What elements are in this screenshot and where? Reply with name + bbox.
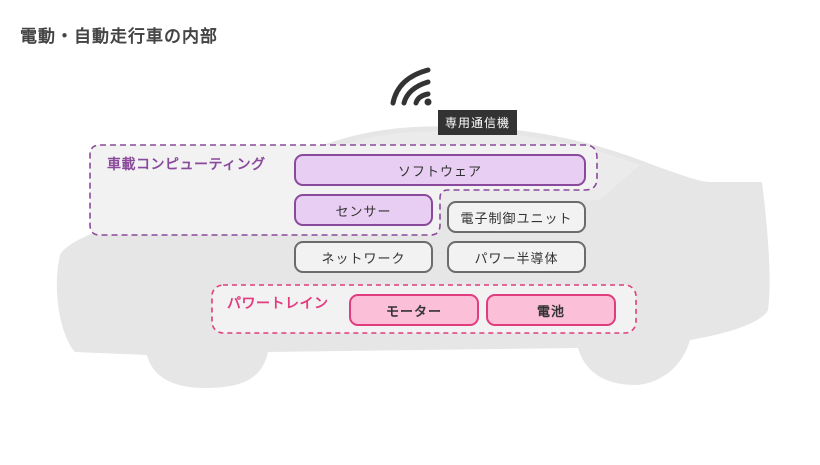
computing-label: 車載コンピューティング (107, 157, 266, 173)
sensor-box: センサー (294, 194, 433, 226)
battery-box: 電池 (486, 294, 616, 326)
network-box: ネットワーク (294, 241, 433, 273)
ecu-box: 電子制御ユニット (447, 201, 586, 233)
motor-box: モーター (349, 294, 479, 326)
powertrain-label: パワートレイン (227, 296, 329, 312)
power-semiconductor-box: パワー半導体 (447, 241, 586, 273)
software-box: ソフトウェア (294, 154, 586, 186)
dedicated-comm-label: 専用通信機 (438, 110, 518, 135)
wireless-icon (390, 67, 431, 106)
page-title: 電動・自動走行車の内部 (20, 27, 218, 47)
